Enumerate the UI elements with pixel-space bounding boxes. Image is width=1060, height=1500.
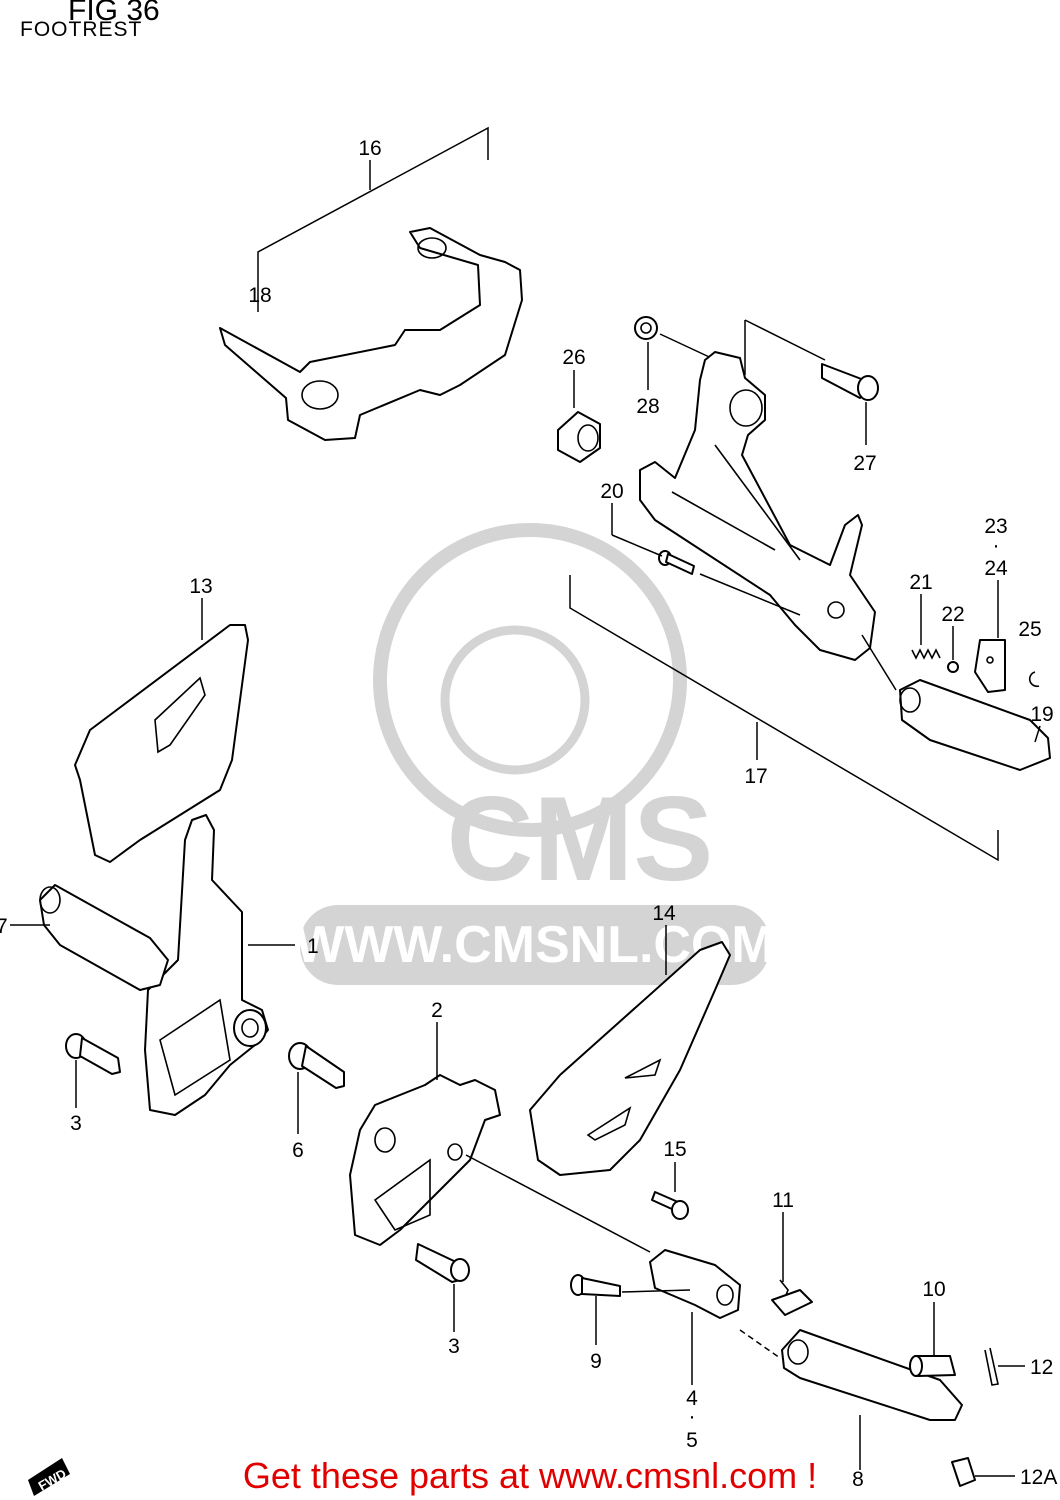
- label-9: 9: [590, 1350, 602, 1373]
- pivot-axis-line-2: [739, 1329, 781, 1359]
- figure-number: FIG 36: [68, 0, 160, 27]
- label-4-5-dot: ·: [689, 1405, 696, 1428]
- part-22-ball: [947, 661, 959, 673]
- part-19-rear-footpeg: [861, 634, 1051, 771]
- part-26-bushing: [557, 411, 601, 463]
- label-24: 24: [984, 557, 1008, 580]
- label-17: 17: [744, 765, 767, 788]
- label-16: 16: [358, 137, 381, 160]
- label-15: 15: [663, 1138, 686, 1161]
- part-3-bolt-b: [415, 1243, 470, 1283]
- leader-lines: [10, 342, 1041, 1477]
- detent-parts: [911, 639, 1040, 693]
- watermark-banner: [300, 905, 770, 985]
- label-10: 10: [922, 1278, 945, 1301]
- part-10-collar: [909, 1355, 956, 1377]
- label-25: 25: [1018, 618, 1041, 641]
- part-labels: 16 18 26 28 27 20 23 · 24 21 13 22 25 19…: [0, 137, 1057, 1491]
- label-14: 14: [652, 902, 676, 925]
- label-23: 23: [984, 515, 1007, 538]
- part-3-bolt-a: [65, 1033, 121, 1075]
- label-21: 21: [909, 571, 932, 594]
- label-13: 13: [189, 575, 212, 598]
- part-21-spring: [911, 648, 941, 660]
- assembly-brackets: [257, 126, 999, 862]
- part-7-front-footpeg: [39, 884, 169, 991]
- label-27: 27: [853, 452, 876, 475]
- watermark-mascot-head: [373, 523, 687, 837]
- part-11-spring: [771, 1279, 813, 1316]
- watermark-mascot-face: [440, 625, 590, 775]
- label-8: 8: [852, 1468, 864, 1491]
- part-17-rear-bracket: [639, 351, 876, 661]
- label-12: 12: [1030, 1356, 1053, 1379]
- label-11: 11: [772, 1189, 794, 1212]
- label-22: 22: [941, 603, 964, 626]
- label-2: 2: [431, 999, 443, 1022]
- label-7: 7: [0, 915, 8, 938]
- label-20: 20: [600, 480, 623, 503]
- part-1-front-bracket: [144, 814, 269, 1116]
- part-27-bolt: [821, 363, 879, 401]
- part-25-clip: [1028, 671, 1040, 688]
- bracket-27-line: [744, 319, 826, 361]
- part-4-clevis: [649, 1249, 741, 1319]
- part-6-bolt: [288, 1042, 345, 1089]
- label-3-b: 3: [448, 1335, 460, 1358]
- part-12-cotter-pin: [984, 1347, 999, 1386]
- label-26: 26: [562, 346, 585, 369]
- label-6: 6: [292, 1139, 304, 1162]
- part-14-heel-guard: [529, 941, 731, 1176]
- bracket-17: [569, 575, 999, 862]
- pivot-axis-line: [465, 1154, 651, 1253]
- bracket-16: [257, 126, 489, 312]
- watermark-brand: CMS: [447, 772, 714, 906]
- part-13-heel-guard: [74, 624, 249, 863]
- label-28: 28: [636, 395, 659, 418]
- part-12a-grease-nipple: [951, 1457, 976, 1487]
- part-15-screw: [651, 1191, 689, 1220]
- part-2-bracket: [349, 1074, 501, 1246]
- label-1: 1: [307, 935, 319, 958]
- figure-title: FOOTREST: [20, 18, 143, 41]
- part-8-footpeg: [781, 1329, 963, 1421]
- part-9-pin: [570, 1274, 691, 1297]
- label-18: 18: [248, 284, 271, 307]
- watermark: CMS WWW.CMSNL.COM: [295, 523, 775, 985]
- footer-link[interactable]: Get these parts at www.cmsnl.com !: [242, 1455, 818, 1496]
- label-12a: 12A: [1020, 1466, 1057, 1489]
- label-23-24-dot: ·: [993, 534, 1000, 557]
- label-4: 4: [686, 1387, 698, 1410]
- label-3-a: 3: [70, 1112, 82, 1135]
- label-5: 5: [686, 1429, 698, 1452]
- label-19: 19: [1030, 703, 1053, 726]
- part-18-bracket: [219, 227, 523, 441]
- part-20-pin: [658, 550, 801, 616]
- part-24-plate: [974, 639, 1006, 693]
